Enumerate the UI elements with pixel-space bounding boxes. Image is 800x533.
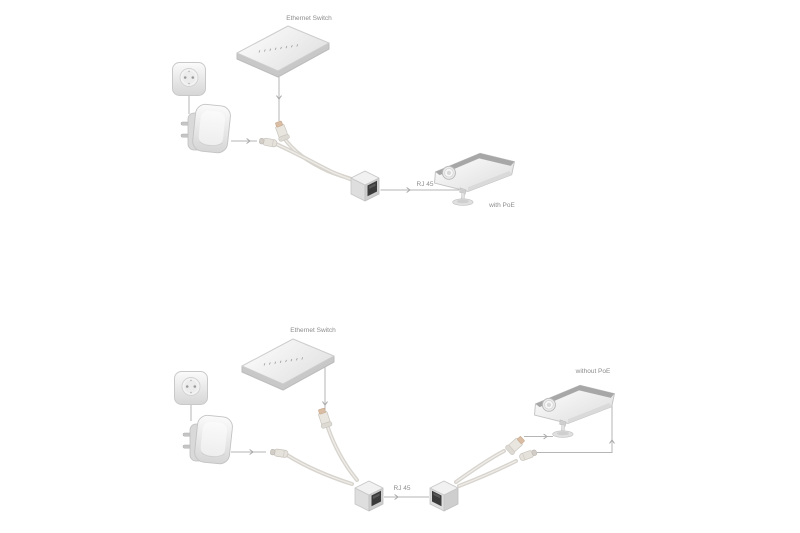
ethernet-switch-icon [241,338,335,391]
ip-camera-icon [534,384,615,438]
diagram-with-poe: Ethernet Switch RJ 45 with PoE [172,15,515,209]
ethernet-switch-label: Ethernet Switch [286,15,332,22]
rj45-coupler-icon [354,480,384,512]
poe-injector-splitter [258,119,380,202]
rj45-cable-label: RJ 45 [417,181,434,188]
ip-camera-icon [434,152,515,206]
dc-jack-icon [258,136,278,148]
rj45-plug-icon [272,119,291,143]
rj45-coupler-icon [350,170,380,202]
wall-outlet-icon [174,371,208,405]
rj45-cable-label: RJ 45 [394,485,411,492]
dc-jack-icon [269,447,289,459]
rj45-plug-icon [504,434,527,456]
power-adapter-icon [182,413,234,466]
without-poe-caption: without PoE [575,368,611,375]
poe-extractor-splitter [429,434,538,512]
rj45-plug-icon [315,406,333,430]
wall-outlet-icon [172,62,206,96]
ethernet-switch-label: Ethernet Switch [290,327,336,334]
rj45-coupler-icon [429,480,459,512]
diagram-without-poe: Ethernet Switch RJ 45 without PoE [174,327,615,512]
with-poe-caption: with PoE [488,202,515,209]
ethernet-switch-icon [236,25,330,78]
poe-injector-splitter [269,406,384,512]
dc-jack-icon [518,448,538,462]
